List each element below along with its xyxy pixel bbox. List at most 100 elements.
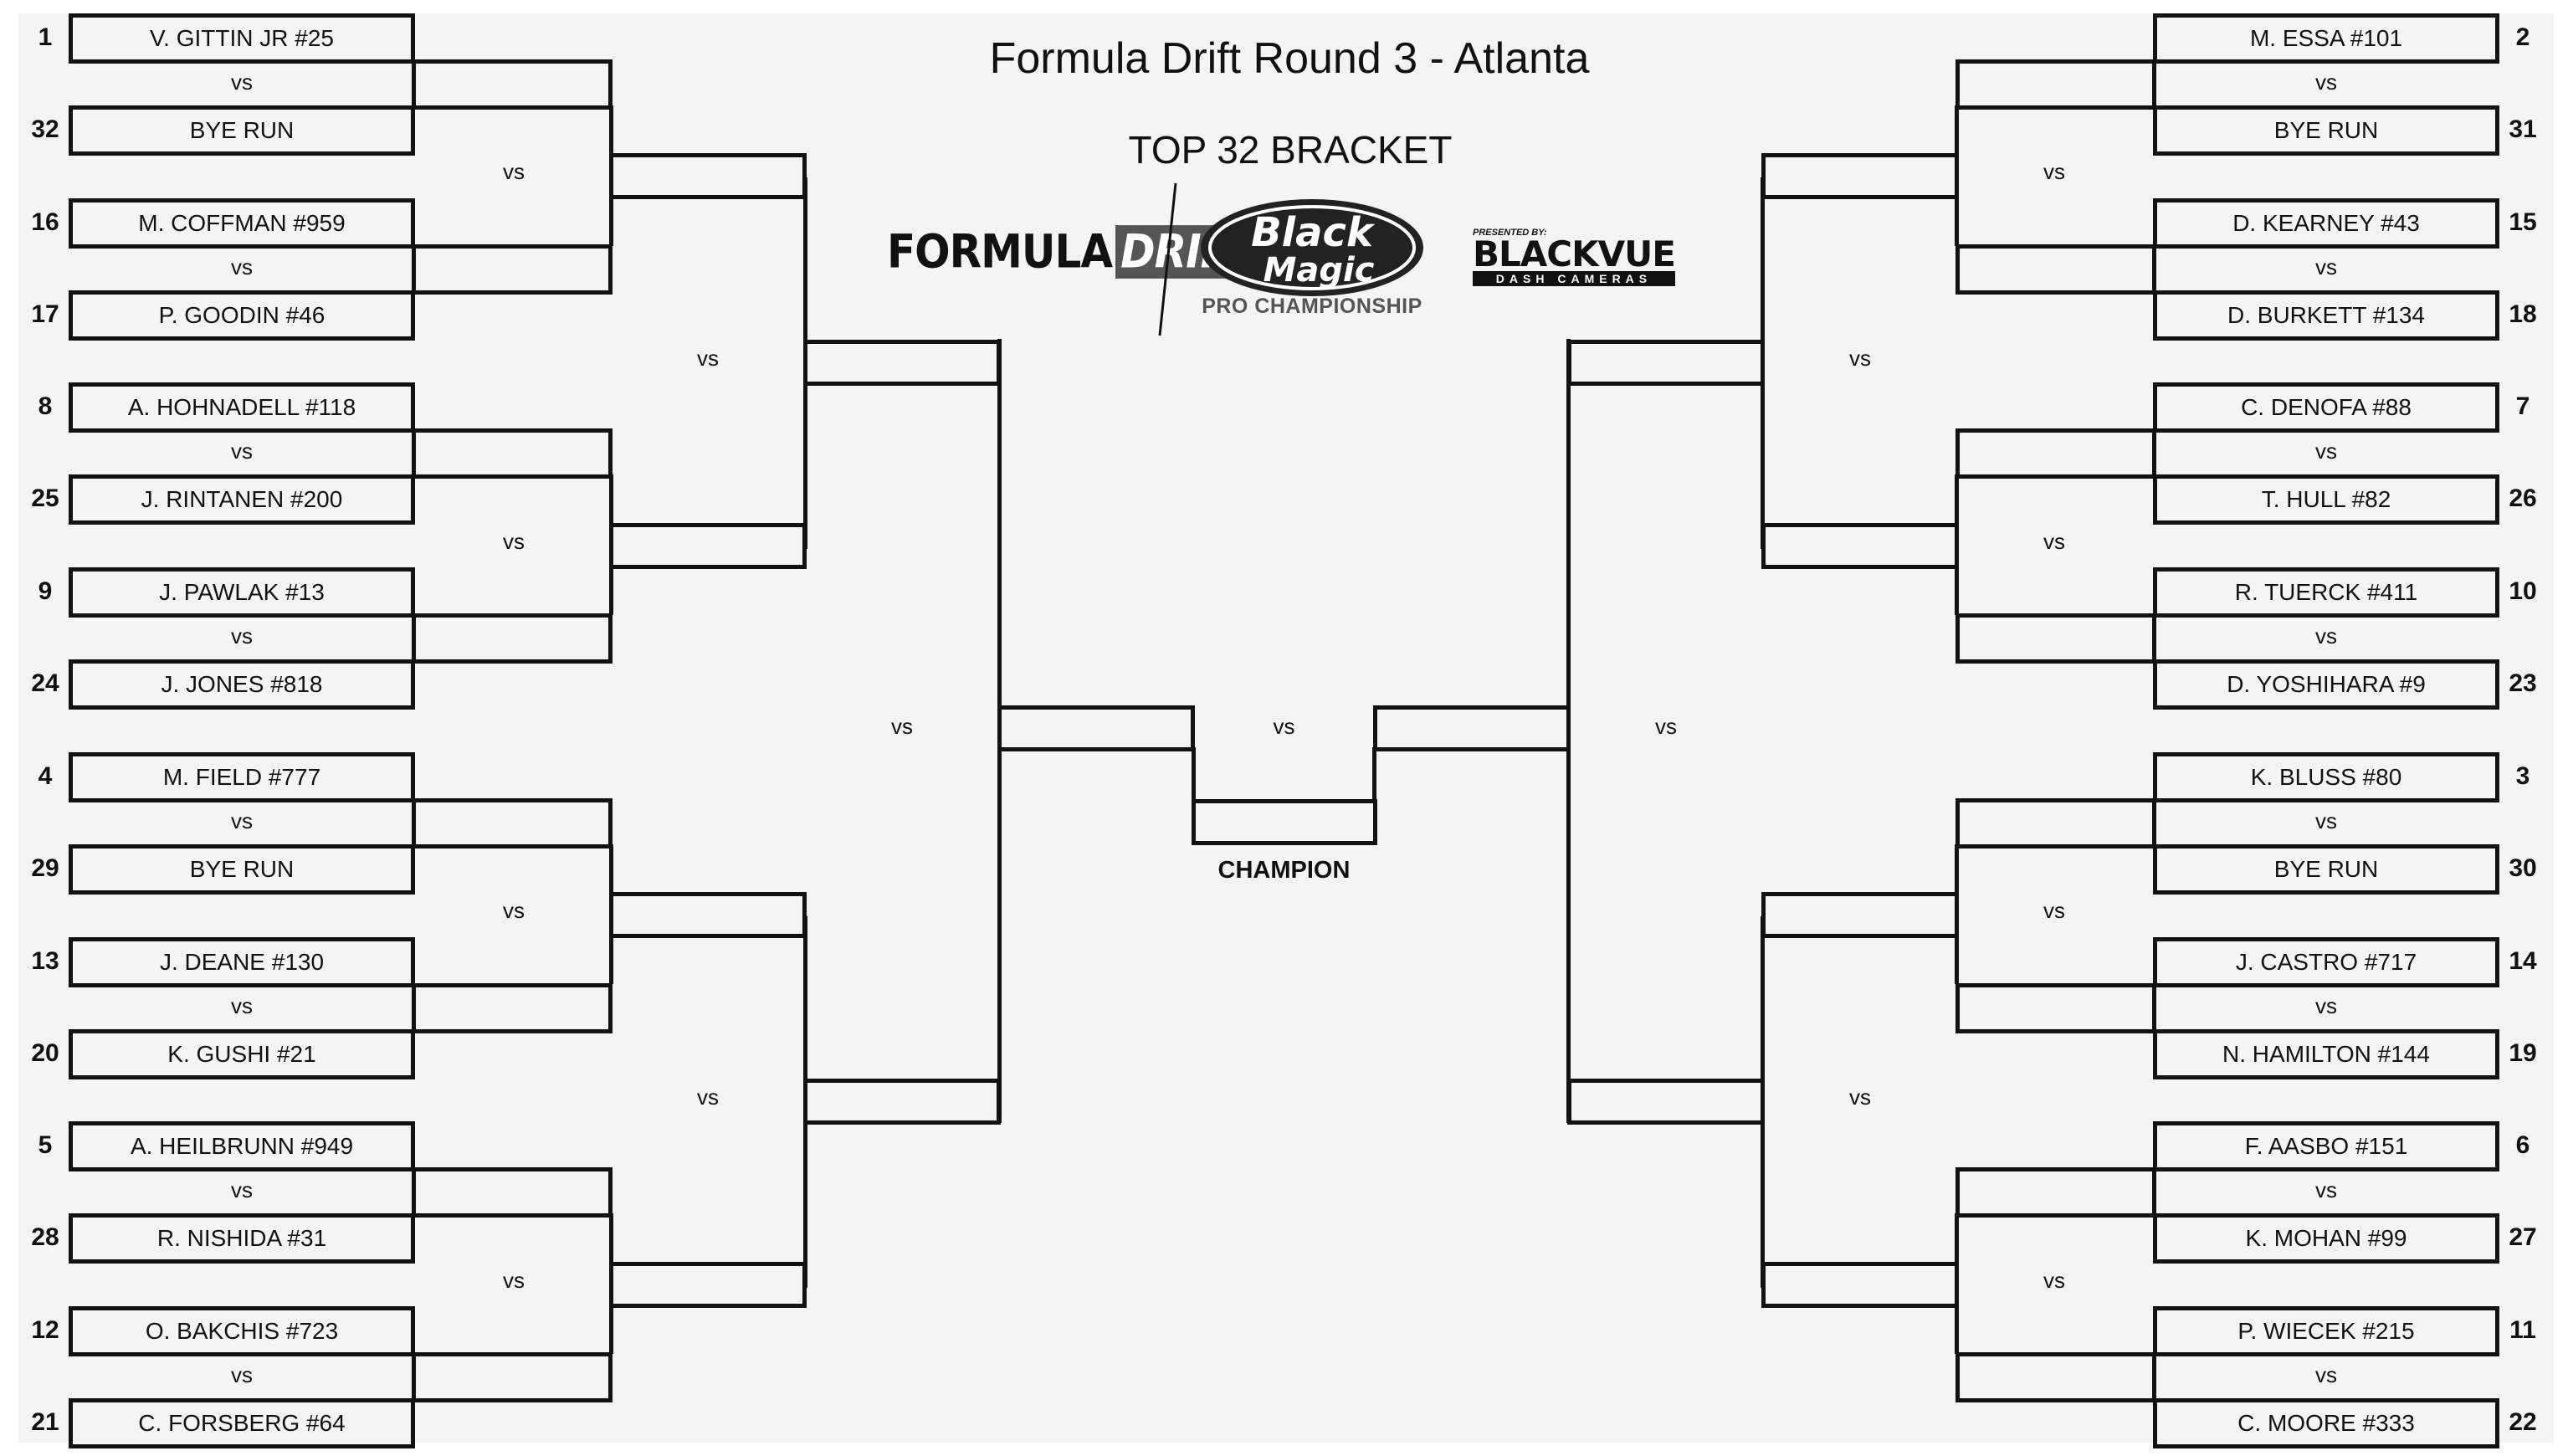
left_pairs-pair-2-top-name[interactable]: A. HOHNADELL #118 bbox=[69, 382, 415, 433]
left_pairs-r2-slot-1 bbox=[609, 522, 807, 569]
left_pairs-pair-0-top-seed: 1 bbox=[38, 23, 53, 51]
right_pairs-pair-1-top-name[interactable]: D. KEARNEY #43 bbox=[2153, 197, 2499, 249]
left_pairs-pair-7-bottom-name[interactable]: C. FORSBERG #64 bbox=[69, 1397, 415, 1448]
left_pairs-pair-5-top-name[interactable]: J. DEANE #130 bbox=[69, 936, 415, 987]
left_pairs-pair-4-vs: vs bbox=[231, 807, 253, 833]
left_pairs-pair-6-top-seed: 5 bbox=[38, 1131, 53, 1160]
left_pairs-pair-0-bottom-seed: 32 bbox=[31, 115, 59, 143]
right_pairs-r2-vs-0: vs bbox=[2043, 159, 2065, 185]
right_pairs-pair-5-bottom-seed: 19 bbox=[2509, 1038, 2537, 1067]
right_pairs-pair-6-top-seed: 6 bbox=[2515, 1131, 2530, 1160]
right_pairs-r2-slot-3 bbox=[1761, 1261, 1959, 1308]
left_pairs-pair-1-bottom-name[interactable]: P. GOODIN #46 bbox=[69, 290, 415, 341]
left_pairs-r2-link-0 bbox=[609, 105, 613, 246]
black-magic-logo-line1: Black bbox=[1251, 209, 1376, 256]
right_pairs-r3-slot-0 bbox=[1567, 340, 1765, 387]
right_pairs-pair-4-vs: vs bbox=[2315, 807, 2337, 833]
left_pairs-pair-2-top-seed: 8 bbox=[38, 392, 53, 421]
left_pairs-semi-slot bbox=[997, 705, 1195, 751]
right_pairs-r2-link-3 bbox=[1955, 1213, 1959, 1354]
left_pairs-pair-5-vs: vs bbox=[231, 992, 253, 1018]
left_pairs-pair-3-top-seed: 9 bbox=[38, 577, 53, 606]
left_pairs-r2-slot-0 bbox=[609, 153, 807, 200]
right_pairs-pair-2-bottom-name[interactable]: T. HULL #82 bbox=[2153, 474, 2499, 525]
left_pairs-pair-0-connector bbox=[412, 59, 613, 110]
right_pairs-pair-4-connector bbox=[1955, 797, 2156, 848]
left_pairs-pair-4-connector bbox=[412, 797, 613, 848]
right_pairs-pair-1-top-seed: 15 bbox=[2509, 208, 2537, 236]
champion-slot bbox=[1192, 799, 1377, 845]
left_pairs-pair-0-top-name[interactable]: V. GITTIN JR #25 bbox=[69, 13, 415, 64]
blackvue-subtitle: DASH CAMERAS bbox=[1473, 271, 1675, 286]
right_pairs-semi-vs: vs bbox=[1655, 714, 1677, 739]
left_pairs-r2-link-3 bbox=[609, 1213, 613, 1354]
left_pairs-pair-2-bottom-name[interactable]: J. RINTANEN #200 bbox=[69, 474, 415, 525]
left_pairs-pair-0-vs: vs bbox=[231, 69, 253, 95]
left_pairs-pair-7-top-name[interactable]: O. BAKCHIS #723 bbox=[69, 1305, 415, 1356]
right_pairs-pair-5-connector bbox=[1955, 982, 2156, 1033]
left_pairs-pair-2-vs: vs bbox=[231, 438, 253, 464]
right_pairs-pair-1-vs: vs bbox=[2315, 254, 2337, 279]
left_pairs-pair-3-vs: vs bbox=[231, 623, 253, 649]
right_pairs-pair-6-bottom-name[interactable]: K. MOHAN #99 bbox=[2153, 1213, 2499, 1264]
left_pairs-pair-6-connector bbox=[412, 1167, 613, 1218]
right_pairs-pair-3-top-name[interactable]: R. TUERCK #411 bbox=[2153, 567, 2499, 618]
right_pairs-pair-6-connector bbox=[1955, 1167, 2156, 1218]
left_pairs-pair-3-top-name[interactable]: J. PAWLAK #13 bbox=[69, 567, 415, 618]
left_pairs-pair-5-bottom-seed: 20 bbox=[31, 1038, 59, 1067]
black-magic-logo-line2: Magic bbox=[1263, 251, 1375, 290]
left_pairs-r2-slot-3 bbox=[609, 1261, 807, 1308]
right_pairs-pair-2-vs: vs bbox=[2315, 438, 2337, 464]
right_pairs-r3-link-1 bbox=[1761, 916, 1765, 1288]
right_pairs-pair-6-vs: vs bbox=[2315, 1177, 2337, 1203]
champion-label: CHAMPION bbox=[1217, 857, 1351, 884]
left_pairs-pair-4-bottom-name[interactable]: BYE RUN bbox=[69, 843, 415, 895]
left_pairs-pair-3-bottom-seed: 24 bbox=[31, 669, 59, 698]
right_pairs-pair-0-top-name[interactable]: M. ESSA #101 bbox=[2153, 13, 2499, 64]
right_pairs-pair-7-vs: vs bbox=[2315, 1361, 2337, 1387]
right_pairs-pair-1-bottom-name[interactable]: D. BURKETT #134 bbox=[2153, 290, 2499, 341]
left_pairs-pair-7-vs: vs bbox=[231, 1361, 253, 1387]
black-magic-logo-subtitle: PRO CHAMPIONSHIP bbox=[1202, 295, 1422, 318]
right_pairs-r2-link-2 bbox=[1955, 843, 1959, 985]
left_pairs-pair-4-bottom-seed: 29 bbox=[31, 854, 59, 882]
right_pairs-pair-2-connector bbox=[1955, 428, 2156, 479]
right_pairs-pair-5-bottom-name[interactable]: N. HAMILTON #144 bbox=[2153, 1028, 2499, 1079]
right_pairs-semi-link bbox=[1566, 339, 1571, 1123]
left_pairs-pair-5-top-seed: 13 bbox=[31, 946, 59, 975]
right_pairs-pair-7-bottom-name[interactable]: C. MOORE #333 bbox=[2153, 1397, 2499, 1448]
right_pairs-pair-2-bottom-seed: 26 bbox=[2509, 484, 2537, 513]
right_pairs-r3-vs-1: vs bbox=[1849, 1084, 1871, 1110]
right_pairs-pair-4-top-name[interactable]: K. BLUSS #80 bbox=[2153, 751, 2499, 802]
right_pairs-pair-7-connector bbox=[1955, 1351, 2156, 1402]
left_pairs-r2-vs-2: vs bbox=[503, 898, 525, 924]
final-vs: vs bbox=[1273, 714, 1295, 739]
right_pairs-pair-5-top-seed: 14 bbox=[2509, 946, 2537, 975]
right_pairs-pair-7-top-name[interactable]: P. WIECEK #215 bbox=[2153, 1305, 2499, 1356]
left_pairs-pair-1-top-name[interactable]: M. COFFMAN #959 bbox=[69, 197, 415, 249]
left_pairs-pair-4-top-name[interactable]: M. FIELD #777 bbox=[69, 751, 415, 802]
right_pairs-pair-2-top-seed: 7 bbox=[2515, 392, 2530, 421]
right_pairs-r3-slot-1 bbox=[1567, 1078, 1765, 1125]
right_pairs-r2-link-1 bbox=[1955, 474, 1959, 616]
right_pairs-pair-0-connector bbox=[1955, 59, 2156, 110]
left_pairs-pair-3-bottom-name[interactable]: J. JONES #818 bbox=[69, 659, 415, 710]
left_pairs-r3-vs-0: vs bbox=[697, 346, 719, 372]
right_pairs-pair-6-top-name[interactable]: F. AASBO #151 bbox=[2153, 1121, 2499, 1172]
left_pairs-pair-1-bottom-seed: 17 bbox=[31, 300, 59, 328]
right_pairs-pair-5-top-name[interactable]: J. CASTRO #717 bbox=[2153, 936, 2499, 987]
left_pairs-r3-slot-0 bbox=[803, 340, 1001, 387]
blackvue-name: BLACKVUE bbox=[1473, 233, 1676, 274]
right_pairs-pair-3-bottom-name[interactable]: D. YOSHIHARA #9 bbox=[2153, 659, 2499, 710]
right_pairs-pair-4-bottom-name[interactable]: BYE RUN bbox=[2153, 843, 2499, 895]
left_pairs-pair-6-bottom-name[interactable]: R. NISHIDA #31 bbox=[69, 1213, 415, 1264]
right_pairs-pair-1-bottom-seed: 18 bbox=[2509, 300, 2537, 328]
right_pairs-pair-0-bottom-name[interactable]: BYE RUN bbox=[2153, 105, 2499, 156]
final-link-left bbox=[1192, 747, 1196, 802]
right_pairs-pair-7-bottom-seed: 22 bbox=[2509, 1407, 2537, 1436]
right_pairs-pair-2-top-name[interactable]: C. DENOFA #88 bbox=[2153, 382, 2499, 433]
right_pairs-r2-vs-1: vs bbox=[2043, 528, 2065, 554]
left_pairs-pair-0-bottom-name[interactable]: BYE RUN bbox=[69, 105, 415, 156]
left_pairs-pair-6-top-name[interactable]: A. HEILBRUNN #949 bbox=[69, 1121, 415, 1172]
left_pairs-pair-5-bottom-name[interactable]: K. GUSHI #21 bbox=[69, 1028, 415, 1079]
